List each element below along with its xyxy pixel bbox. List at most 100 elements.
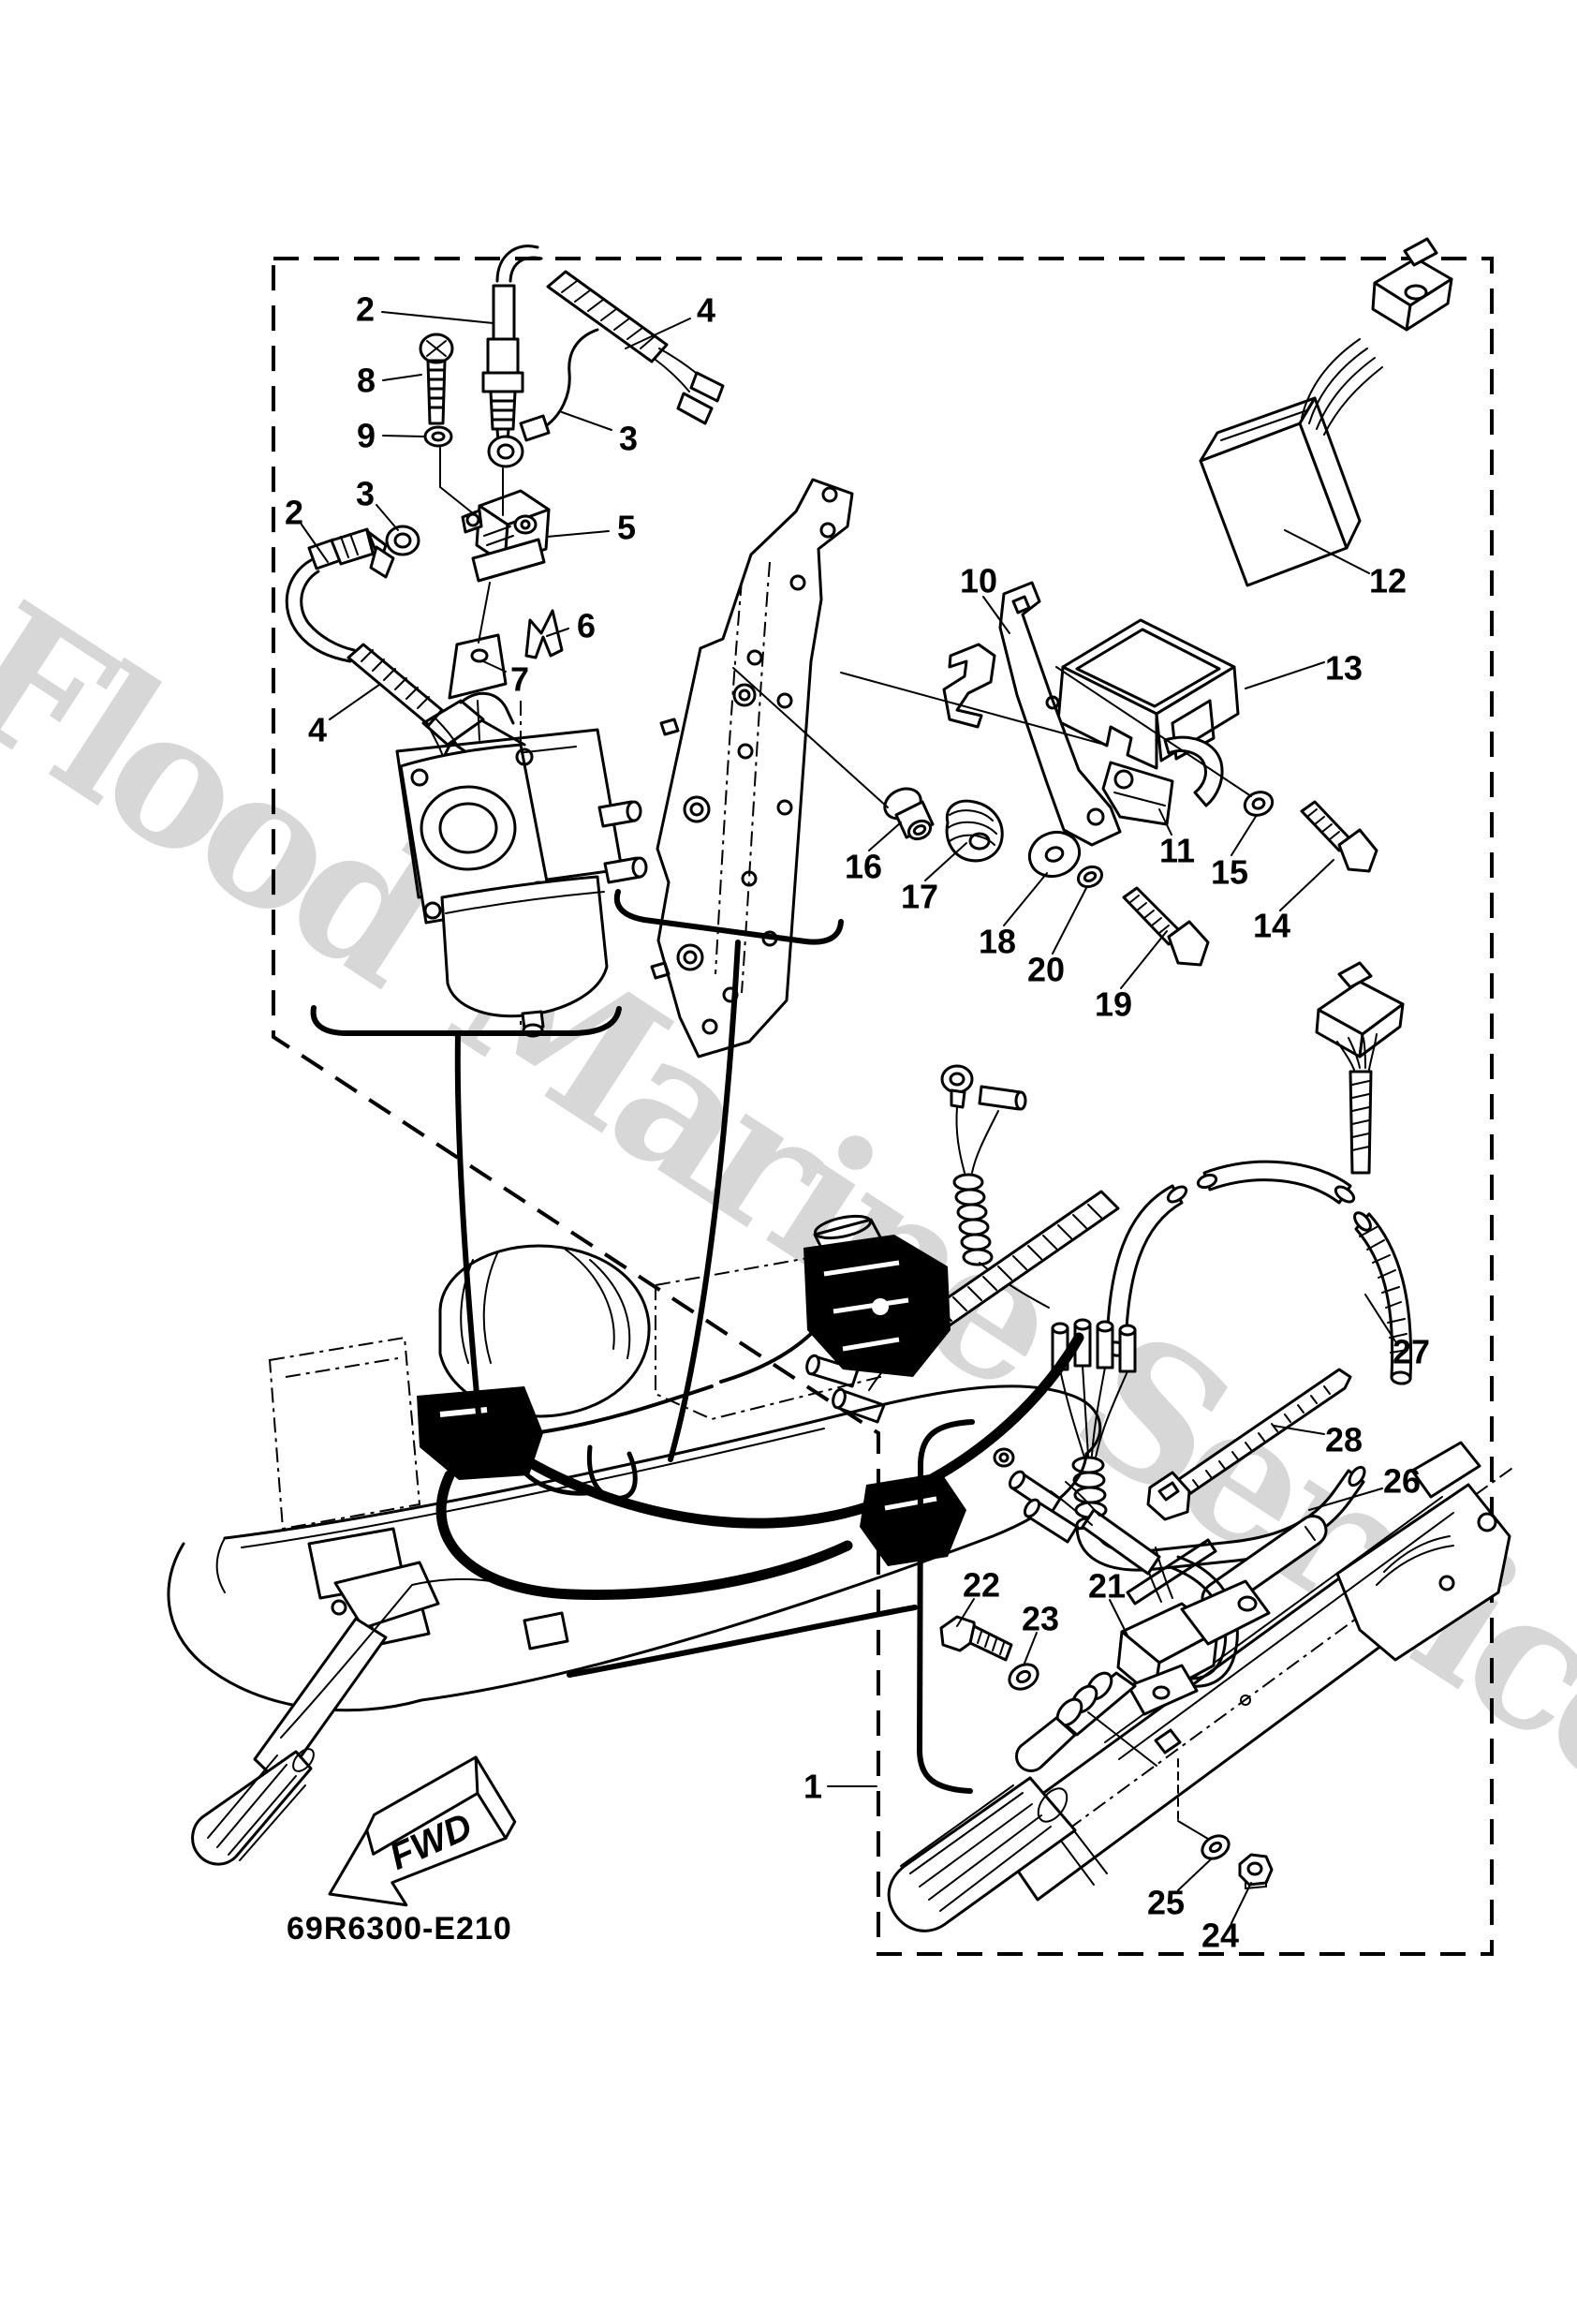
callout-1: 1 [803, 1768, 822, 1806]
callout-24: 24 [1201, 1917, 1239, 1955]
bolt-22 [939, 1615, 1013, 1662]
callout-21: 21 [1088, 1567, 1126, 1606]
bolt-14 [1300, 800, 1378, 873]
reference-line [477, 700, 480, 741]
screw-8 [419, 333, 454, 425]
spark-plug-upper [481, 284, 524, 444]
callout-28: 28 [1325, 1421, 1363, 1459]
callout-leader-6 [546, 628, 569, 637]
callout-leader-19 [1120, 930, 1168, 989]
tiller-handle-detail [887, 1441, 1516, 1932]
callout-leader-7 [482, 660, 507, 673]
cdi-unit-12 [1199, 237, 1453, 587]
reference-line [478, 582, 491, 644]
engine-black-wiring [417, 1235, 1084, 1600]
callout-3: 3 [356, 475, 375, 513]
fwd-arrow: FWD [328, 1755, 517, 1907]
callout-6: 6 [577, 607, 596, 645]
reference-line [732, 667, 889, 808]
callout-3: 3 [619, 420, 638, 458]
washer-18 [1027, 830, 1082, 879]
callout-25: 25 [1147, 1884, 1185, 1922]
callout-leader-5 [546, 530, 610, 538]
grommet-16 [883, 787, 935, 841]
callout-7: 7 [510, 660, 529, 699]
harness-coil-upper [952, 1173, 994, 1266]
callout-leader-24 [1231, 1882, 1252, 1924]
callout-18: 18 [979, 923, 1016, 961]
engine-tiller-handle [191, 1561, 492, 1866]
callout-leader-17 [924, 842, 967, 881]
ignition-coil-detail [285, 244, 725, 798]
callout-2: 2 [285, 494, 303, 532]
callout-4: 4 [697, 291, 715, 330]
callout-4: 4 [308, 711, 327, 749]
callout-10: 10 [960, 562, 997, 600]
stop-switch-21 [993, 1447, 1271, 1772]
stay-bracket-10 [942, 581, 1122, 847]
callout-leader-13 [1245, 661, 1325, 689]
wire-harness-27 [805, 961, 1413, 1572]
piece-7 [448, 633, 508, 700]
cdi-connector [1371, 237, 1453, 332]
callout-leader-2 [301, 524, 329, 563]
callout-leader-25 [1177, 1858, 1213, 1891]
callout-leader-9 [382, 435, 424, 437]
callout-leader-4 [625, 318, 691, 349]
callout-leader-3 [561, 411, 612, 431]
callout-19: 19 [1095, 985, 1132, 1024]
reference-lines [439, 447, 1252, 1767]
bolt-19 [1122, 886, 1210, 967]
callout-leader-27 [1364, 1294, 1396, 1342]
callout-leader-10 [982, 596, 1010, 634]
spark-plug-lower [307, 527, 395, 579]
callout-15: 15 [1211, 853, 1248, 892]
clip-6 [524, 609, 564, 659]
callout-17: 17 [901, 878, 938, 916]
callout-leader-4 [329, 684, 380, 720]
bracket-plate [650, 478, 854, 1058]
callout-leader-8 [382, 374, 422, 381]
callout-leader-16 [868, 822, 902, 851]
callout-leader-18 [1003, 872, 1048, 926]
detail-boundary-dashed [272, 257, 1494, 1956]
callout-leader-22 [956, 1598, 975, 1627]
seal-17 [945, 799, 1004, 863]
callout-14: 14 [1253, 907, 1290, 945]
ignition-coil-5 [461, 489, 551, 583]
callout-23: 23 [1022, 1600, 1059, 1638]
callout-9: 9 [357, 417, 376, 455]
harness-connector [1315, 961, 1405, 1058]
callout-27: 27 [1393, 1333, 1430, 1371]
callout-leader-14 [1279, 859, 1334, 911]
nut-24 [1238, 1853, 1274, 1890]
callout-16: 16 [845, 848, 882, 886]
callout-26: 26 [1383, 1462, 1421, 1501]
clamp-11 [1101, 735, 1224, 826]
drawing-code: 69R6300-E210 [287, 1911, 512, 1947]
callout-leader-28 [1273, 1425, 1325, 1435]
callout-leader-15 [1231, 814, 1258, 856]
callout-leader-2 [381, 311, 494, 324]
callout-leader-12 [1284, 529, 1370, 574]
callout-12: 12 [1369, 562, 1407, 600]
callout-2: 2 [356, 290, 375, 329]
callout-leader-21 [1109, 1599, 1129, 1638]
engine-assembly [167, 1214, 1102, 1866]
cable-tie-28 [1146, 1368, 1352, 1521]
callout-leader-11 [1158, 808, 1172, 836]
reference-line [840, 672, 1106, 746]
reference-line [439, 486, 474, 514]
callout-8: 8 [357, 362, 376, 400]
plug-wire-loom-upper [546, 270, 725, 425]
callout-leader-26 [1308, 1488, 1383, 1511]
detail-braces [310, 889, 975, 1794]
callout-13: 13 [1325, 649, 1363, 688]
callout-20: 20 [1027, 951, 1065, 989]
callout-11: 11 [1159, 832, 1195, 870]
callout-leader-3 [376, 504, 399, 531]
reference-line [1055, 666, 1252, 797]
